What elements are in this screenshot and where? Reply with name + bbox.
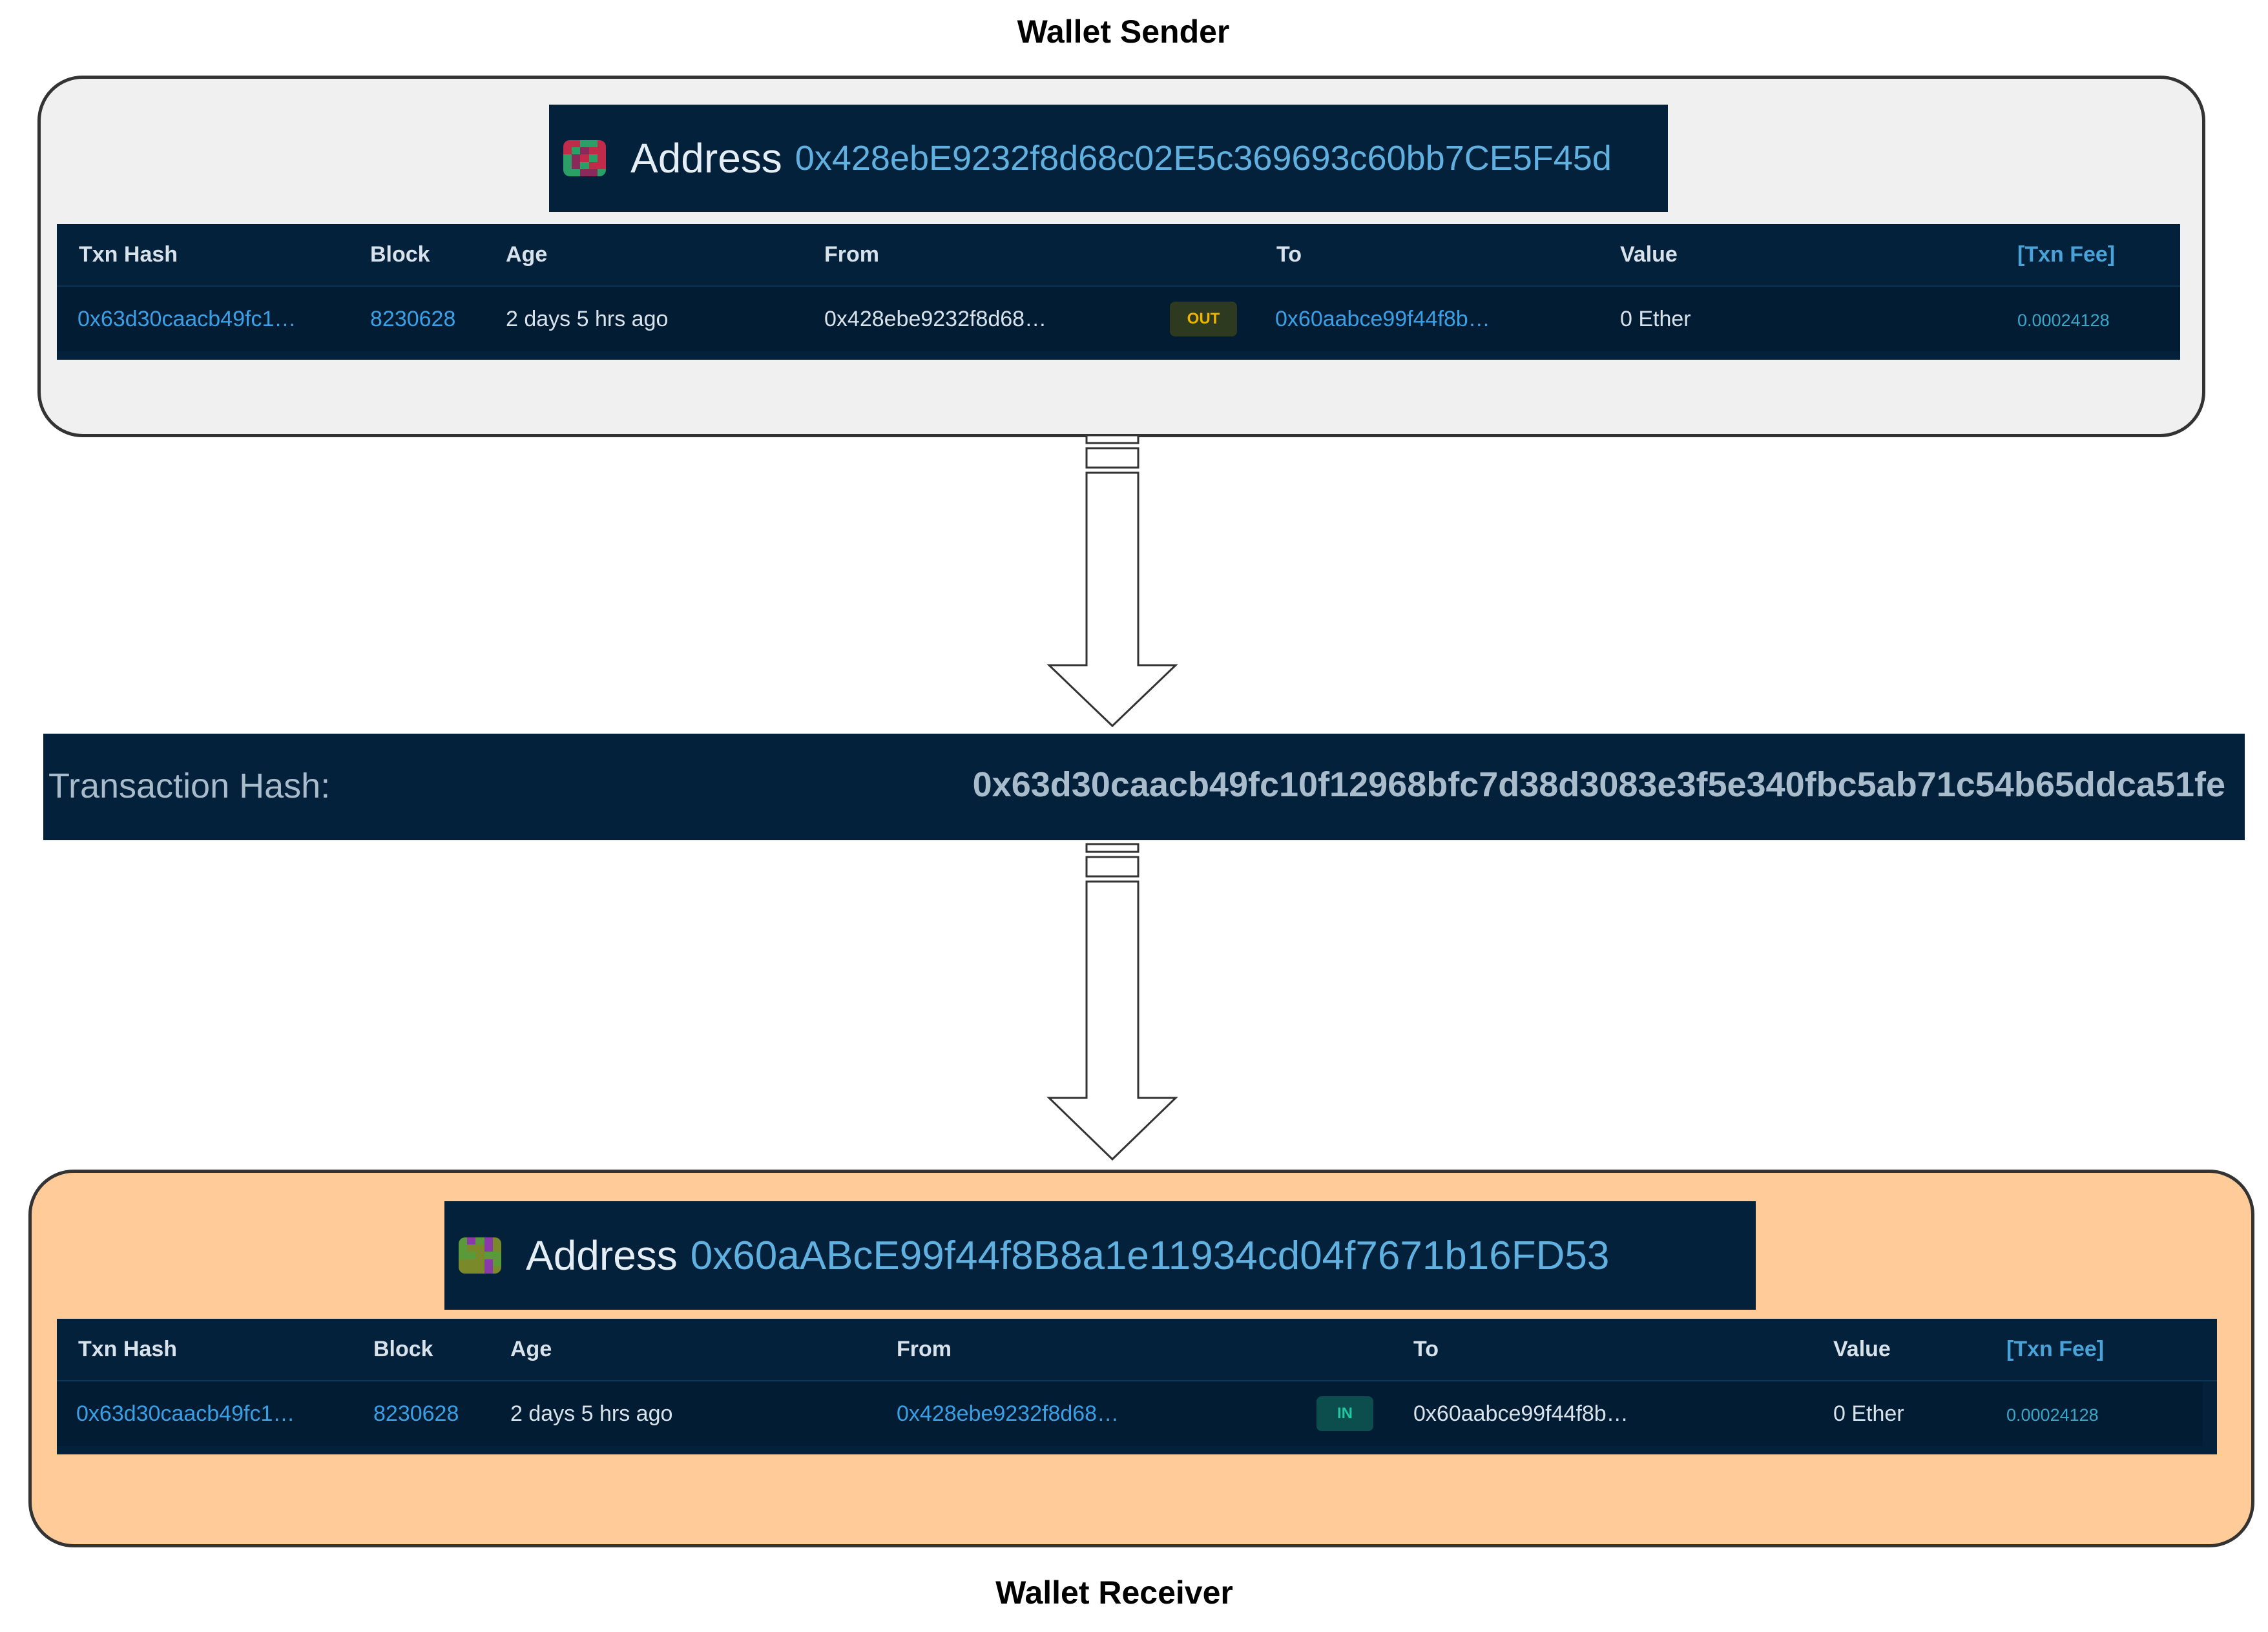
receiver-address-label: Address — [526, 1232, 678, 1279]
col-to: To — [1413, 1337, 1439, 1361]
txn-hash-link[interactable]: 0x63d30caacb49fc1… — [78, 307, 297, 331]
block-link[interactable]: 8230628 — [370, 307, 456, 331]
sender-table-header: Txn Hash Block Age From To Value [Txn Fe… — [57, 224, 2180, 287]
age-text: 2 days 5 hrs ago — [510, 1401, 673, 1426]
transaction-hash-value[interactable]: 0x63d30caacb49fc10f12968bfc7d38d3083e3f5… — [972, 765, 2225, 804]
wallet-sender-title: Wallet Sender — [1017, 14, 1230, 50]
receiver-txn-table: Txn Hash Block Age From To Value [Txn Fe… — [57, 1319, 2217, 1454]
col-value: Value — [1620, 242, 1678, 267]
col-txn-hash: Txn Hash — [78, 1337, 178, 1361]
receiver-table-header: Txn Hash Block Age From To Value [Txn Fe… — [57, 1319, 2217, 1381]
col-from: From — [824, 242, 879, 267]
transaction-hash-bar: Transaction Hash: 0x63d30caacb49fc10f129… — [43, 734, 2245, 840]
sender-address-bar: Address 0x428ebE9232f8d68c02E5c369693c60… — [549, 105, 1668, 212]
to-address: 0x60aabce99f44f8b… — [1413, 1401, 1628, 1426]
to-address-link[interactable]: 0x60aabce99f44f8b… — [1275, 307, 1490, 331]
value-text: 0 Ether — [1620, 307, 1691, 331]
out-badge: OUT — [1170, 302, 1237, 336]
col-txn-fee[interactable]: [Txn Fee] — [2006, 1337, 2105, 1361]
sender-identicon-icon — [563, 140, 606, 176]
col-txn-hash: Txn Hash — [79, 242, 178, 267]
from-address: 0x428ebe9232f8d68… — [824, 307, 1047, 331]
txn-hash-link[interactable]: 0x63d30caacb49fc1… — [76, 1401, 295, 1426]
col-value: Value — [1833, 1337, 1891, 1361]
in-badge: IN — [1316, 1396, 1373, 1431]
wallet-receiver-title: Wallet Receiver — [995, 1575, 1233, 1611]
value-text: 0 Ether — [1833, 1401, 1904, 1426]
receiver-address-bar: Address 0x60aABcE99f44f8B8a1e11934cd04f7… — [444, 1201, 1756, 1310]
fee-text: 0.00024128 — [2006, 1405, 2099, 1425]
col-block: Block — [373, 1337, 433, 1361]
table-row: 0x63d30caacb49fc1… 8230628 2 days 5 hrs … — [57, 287, 2180, 351]
from-address-link[interactable]: 0x428ebe9232f8d68… — [897, 1401, 1119, 1426]
col-from: From — [897, 1337, 952, 1361]
col-age: Age — [510, 1337, 552, 1361]
sender-address-value[interactable]: 0x428ebE9232f8d68c02E5c369693c60bb7CE5F4… — [795, 139, 1612, 178]
sender-address-label: Address — [630, 135, 782, 181]
fee-text: 0.00024128 — [2017, 311, 2110, 330]
col-age: Age — [506, 242, 548, 267]
receiver-identicon-icon — [459, 1237, 501, 1274]
col-block: Block — [370, 242, 430, 267]
transaction-hash-label: Transaction Hash: — [48, 767, 331, 805]
sender-txn-table: Txn Hash Block Age From To Value [Txn Fe… — [57, 224, 2180, 360]
receiver-address-value[interactable]: 0x60aABcE99f44f8B8a1e11934cd04f7671b16FD… — [690, 1233, 1610, 1278]
age-text: 2 days 5 hrs ago — [506, 307, 669, 331]
col-to: To — [1276, 242, 1302, 267]
table-row: 0x63d30caacb49fc1… 8230628 2 days 5 hrs … — [57, 1381, 2203, 1446]
down-arrow-1 — [1046, 434, 1178, 728]
down-arrow-2 — [1046, 843, 1178, 1161]
block-link[interactable]: 8230628 — [373, 1401, 459, 1426]
col-txn-fee[interactable]: [Txn Fee] — [2017, 242, 2116, 267]
